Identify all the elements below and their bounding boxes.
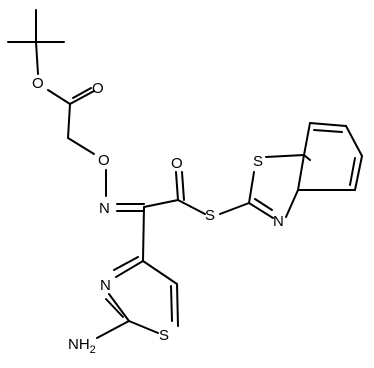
bond (142, 206, 145, 262)
bond (143, 199, 179, 208)
bond (177, 199, 206, 215)
benzothiazole-sulfur-label: S (253, 153, 263, 170)
thioester-oxygen-label: O (171, 155, 183, 172)
bonds (7, 9, 363, 339)
ester-oxygen-label: O (32, 75, 44, 92)
bond (303, 154, 311, 161)
bond (354, 155, 363, 191)
bond (345, 125, 363, 157)
bond (248, 171, 255, 204)
bond (181, 171, 185, 201)
bond (108, 293, 130, 322)
oxime-nitrogen-label: N (99, 200, 110, 217)
bond (72, 87, 92, 99)
bond (35, 41, 39, 75)
bond (175, 171, 179, 201)
bond (313, 129, 343, 133)
bond (254, 198, 273, 211)
bond (96, 320, 130, 339)
bond (47, 89, 71, 105)
bond (69, 90, 95, 105)
bond (176, 283, 179, 327)
oxime-oxygen-label: O (98, 152, 110, 169)
bond (115, 260, 144, 278)
bond (265, 154, 305, 158)
bond (113, 256, 139, 271)
bond (285, 189, 299, 218)
bond (67, 137, 95, 155)
bond (309, 122, 347, 127)
bond (170, 285, 173, 322)
thiazole-sulfur-label: S (159, 327, 169, 344)
bond (219, 202, 250, 215)
bond (67, 103, 71, 139)
carbonyl-oxygen-label: O (92, 80, 104, 97)
bond (248, 202, 274, 219)
thioester-sulfur-label: S (205, 207, 215, 224)
bond (142, 260, 178, 285)
atom-labels: O O O N O S S N N S NH2 (32, 75, 284, 356)
amine-label: NH2 (68, 336, 96, 356)
bond (297, 154, 305, 191)
bond (303, 122, 311, 156)
bond (128, 320, 159, 334)
thiazole-nitrogen-label: N (100, 277, 111, 294)
bond (105, 298, 124, 318)
bond (349, 157, 356, 186)
benzothiazole-nitrogen-label: N (273, 213, 284, 230)
